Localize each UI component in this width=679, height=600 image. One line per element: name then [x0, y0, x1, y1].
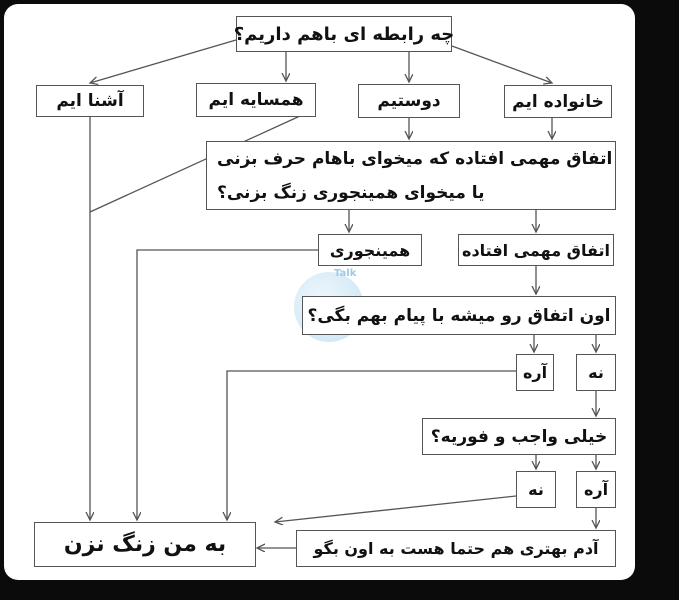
- reason-question-line-1: اتفاق مهمی افتاده که میخوای باهام حرف بز…: [217, 148, 613, 169]
- reason-question: اتفاق مهمی افتاده که میخوای باهام حرف بز…: [206, 141, 616, 210]
- arrow-neighbor-merge: [89, 115, 301, 213]
- can-message-no: نه: [576, 354, 616, 391]
- arrow-to-acquaintance: [90, 39, 237, 83]
- watermark-line-2: Talk: [334, 268, 357, 279]
- dont-call-me-result: به من زنگ نزن: [34, 522, 256, 567]
- arrow-to-family: [451, 45, 552, 83]
- urgent-yes: آره: [576, 471, 616, 508]
- message-question: اون اتفاق رو میشه با پیام بهم بگی؟: [302, 296, 616, 335]
- arrow-just-because-to-dont-call: [137, 249, 318, 520]
- connector-lines: [4, 39, 635, 580]
- important-event-option: اتفاق مهمی افتاده: [458, 234, 614, 266]
- not-urgent-no: نه: [516, 471, 556, 508]
- neighbor-option: همسایه ایم: [196, 83, 316, 117]
- relationship-question: چه رابطه ای باهم داریم؟: [234, 16, 454, 52]
- friends-option: دوستیم: [358, 84, 460, 118]
- flowchart-panel: Persian Talk: [4, 4, 635, 580]
- family-option: خانواده ایم: [504, 85, 612, 118]
- tell-better-person-result: آدم بهتری هم حتما هست به اون بگو: [296, 530, 616, 567]
- can-message-yes: آره: [516, 354, 554, 391]
- acquaintance-option: آشنا ایم: [36, 85, 144, 117]
- reason-question-line-2: یا میخوای همینجوری زنگ بزنی؟: [217, 182, 485, 203]
- arrow-yes-to-dont-call: [227, 370, 516, 520]
- just-because-option: همینجوری: [318, 234, 422, 266]
- urgent-question: خیلی واجب و فوریه؟: [422, 418, 616, 455]
- arrow-not-urgent-to-dont-call: [275, 495, 517, 522]
